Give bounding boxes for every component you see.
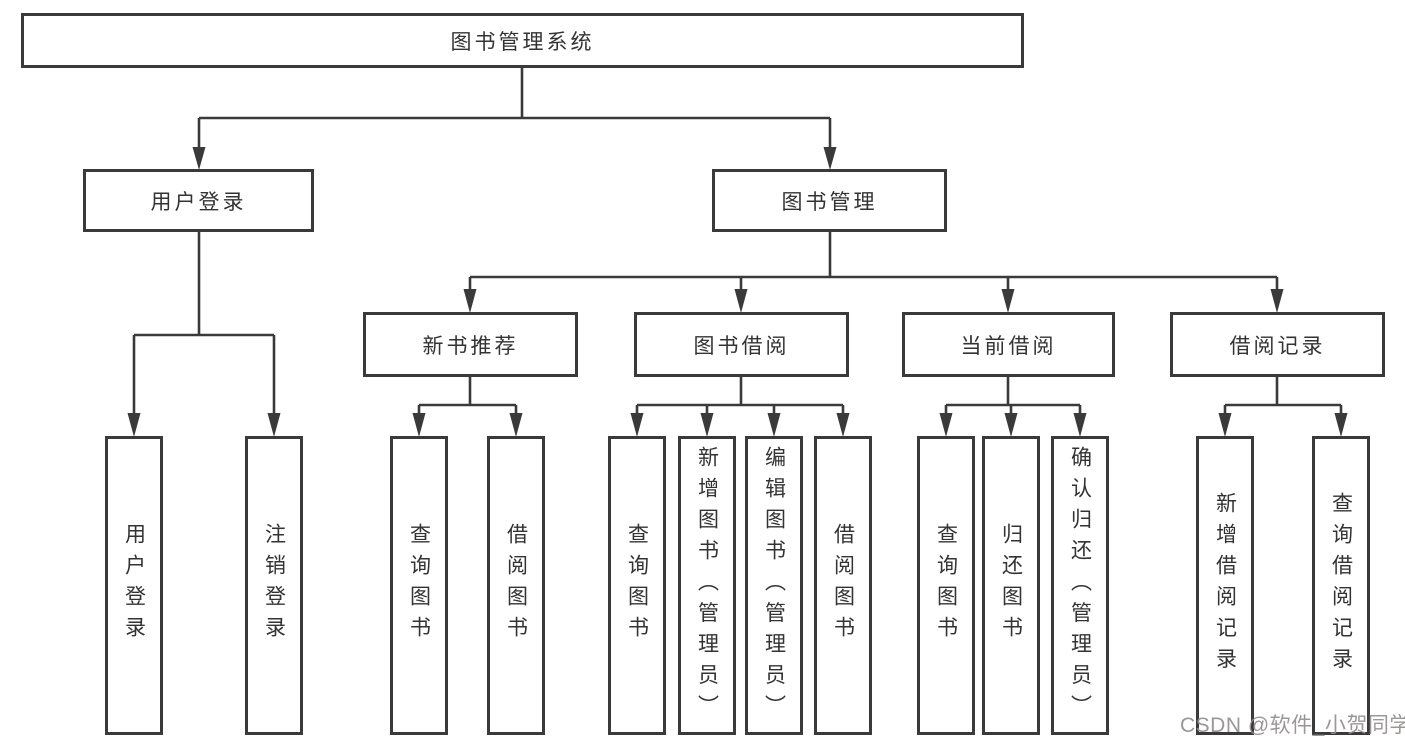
leaf-newbook-query: 查询图书	[390, 436, 448, 735]
leaf-borrow-query: 查询图书	[608, 436, 666, 735]
leaf-newbook-query-label: 查询图书	[407, 523, 431, 648]
connector-book-mgmt	[468, 232, 1279, 290]
node-current-borrow: 当前借阅	[902, 312, 1115, 377]
leaf-newbook-borrow: 借阅图书	[487, 436, 545, 735]
leaf-borrow-edit-admin-label: 编辑图书（管理员）	[762, 445, 786, 726]
leaf-borrow-borrow-label: 借阅图书	[831, 523, 855, 648]
node-current-borrow-label: 当前借阅	[960, 334, 1057, 358]
connector-new-book	[417, 377, 518, 414]
leaf-current-query: 查询图书	[917, 436, 975, 735]
node-book-management: 图书管理	[712, 169, 947, 232]
csdn-watermark: CSDN @软件_小贺同学	[1180, 714, 1405, 737]
leaf-user-login-label: 用户登录	[122, 523, 146, 648]
node-new-book-recommend: 新书推荐	[363, 312, 578, 377]
node-borrow-record-label: 借阅记录	[1229, 334, 1326, 358]
node-book-borrow-label: 图书借阅	[693, 334, 790, 358]
connector-borrow-record	[1223, 377, 1343, 414]
connector-user-login	[132, 232, 276, 414]
node-borrow-record: 借阅记录	[1170, 312, 1385, 377]
connector-root	[197, 68, 832, 148]
node-root-label: 图书管理系统	[450, 30, 595, 54]
leaf-current-confirm-admin: 确认归还（管理员）	[1051, 436, 1109, 735]
node-user-login: 用户登录	[83, 169, 314, 232]
leaf-borrow-edit-admin: 编辑图书（管理员）	[745, 436, 803, 735]
node-user-login-label: 用户登录	[150, 190, 247, 214]
connector-current-borrow	[944, 377, 1082, 414]
leaf-logout: 注销登录	[245, 436, 303, 735]
leaf-current-query-label: 查询图书	[934, 523, 958, 648]
leaf-current-return-label: 归还图书	[999, 523, 1023, 648]
leaf-user-login: 用户登录	[105, 436, 163, 735]
leaf-newbook-borrow-label: 借阅图书	[504, 523, 528, 648]
leaf-record-add-label: 新增借阅记录	[1213, 492, 1237, 679]
arrowheads	[127, 147, 1348, 437]
connector-book-borrow	[635, 377, 845, 414]
leaf-record-query-label: 查询借阅记录	[1329, 492, 1353, 679]
node-new-book-recommend-label: 新书推荐	[422, 334, 519, 358]
node-root: 图书管理系统	[21, 13, 1024, 68]
node-book-borrow: 图书借阅	[634, 312, 849, 377]
leaf-borrow-add-admin: 新增图书（管理员）	[678, 436, 736, 735]
leaf-record-add: 新增借阅记录	[1196, 436, 1254, 735]
leaf-current-return: 归还图书	[982, 436, 1040, 735]
leaf-logout-label: 注销登录	[262, 523, 286, 648]
leaf-borrow-borrow: 借阅图书	[814, 436, 872, 735]
node-book-management-label: 图书管理	[781, 190, 878, 214]
leaf-current-confirm-admin-label: 确认归还（管理员）	[1068, 445, 1092, 726]
leaf-borrow-query-label: 查询图书	[625, 523, 649, 648]
leaf-borrow-add-admin-label: 新增图书（管理员）	[695, 445, 719, 726]
leaf-record-query: 查询借阅记录	[1312, 436, 1370, 735]
